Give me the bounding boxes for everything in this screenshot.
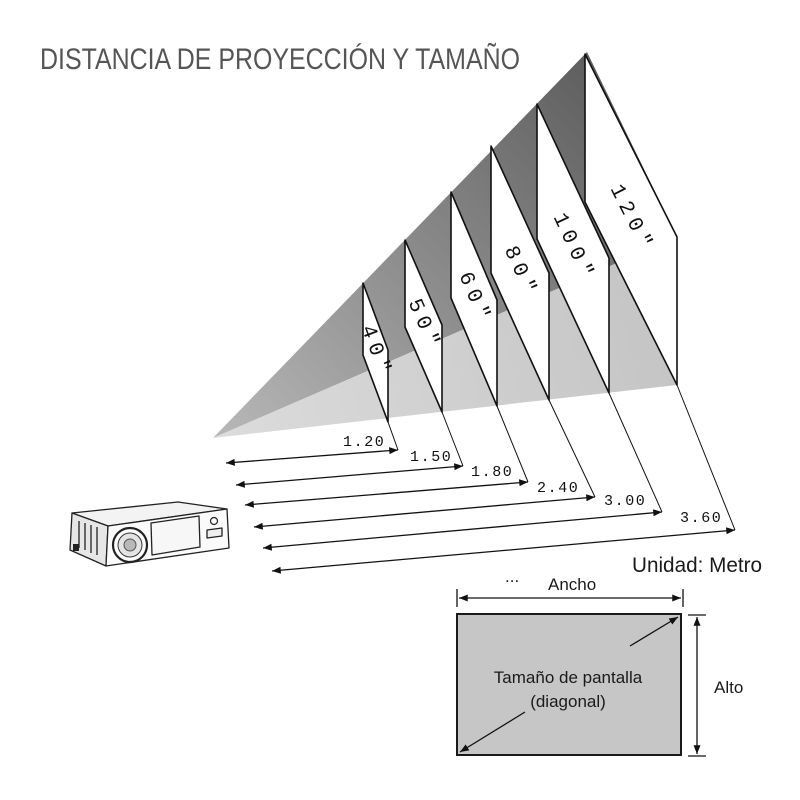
screen-panel-120: 120" bbox=[584, 53, 678, 386]
screen-panel-100: 100" bbox=[536, 103, 610, 394]
width-label: Ancho bbox=[548, 575, 596, 594]
projector-control-panel bbox=[206, 527, 223, 539]
distance-arrow-1-50 bbox=[235, 463, 464, 488]
ellipsis-text: ... bbox=[505, 567, 519, 586]
screen-panel-60: 60" bbox=[450, 191, 498, 407]
diagonal-arrow-upper bbox=[629, 616, 679, 647]
extension-line-120 bbox=[676, 384, 736, 531]
diagonal-arrow-lower bbox=[459, 711, 526, 753]
projector-foot bbox=[73, 544, 79, 551]
projector-button-icon bbox=[209, 516, 219, 526]
distance-arrow-3-60 bbox=[271, 527, 736, 574]
distance-label-1-80: 1.80 bbox=[471, 464, 513, 481]
distance-label-2-40: 2.40 bbox=[537, 480, 579, 497]
distance-label-3-60: 3.60 bbox=[680, 510, 722, 527]
distance-arrow-3-00 bbox=[262, 509, 663, 551]
distance-labels: 1.20 1.50 1.80 2.40 3.00 3.60 bbox=[343, 434, 722, 527]
extension-line-60 bbox=[496, 405, 529, 483]
screen-panels: 120" 100" 80" 60" 50" 40" bbox=[355, 53, 678, 423]
extension-line-100 bbox=[608, 392, 663, 513]
projector-front-panel bbox=[150, 515, 201, 556]
diagonal-sublabel: (diagonal) bbox=[530, 692, 606, 711]
page-title: DISTANCIA DE PROYECCIÓN Y TAMAÑO bbox=[40, 42, 520, 76]
projection-cone-upper bbox=[213, 52, 677, 438]
distance-arrows bbox=[225, 447, 736, 574]
distance-label-1-20: 1.20 bbox=[343, 434, 385, 451]
extension-line-40 bbox=[387, 421, 399, 451]
screen-size-diagram: ... Ancho Alto Tamaño de pantalla (diago… bbox=[456, 567, 743, 757]
distance-arrow-1-20 bbox=[225, 447, 399, 466]
distance-label-1-50: 1.50 bbox=[410, 449, 452, 466]
diagonal-label: Tamaño de pantalla bbox=[494, 668, 643, 687]
extension-line-50 bbox=[441, 411, 464, 467]
projector-lens-center bbox=[123, 538, 137, 552]
projector-illustration bbox=[69, 501, 230, 567]
height-label: Alto bbox=[714, 678, 743, 697]
distance-label-3-00: 3.00 bbox=[604, 493, 646, 510]
unit-label: Unidad: Metro bbox=[632, 554, 762, 577]
distance-arrow-1-80 bbox=[244, 479, 529, 508]
projector-vents bbox=[78, 521, 98, 555]
extension-line-80 bbox=[548, 399, 596, 498]
extension-lines bbox=[387, 384, 736, 531]
